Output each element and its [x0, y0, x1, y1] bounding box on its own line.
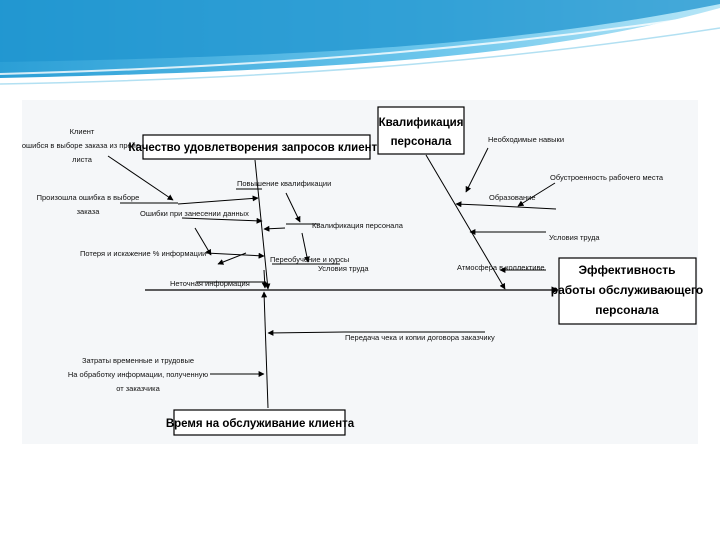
- effect-line-3: персонала: [595, 303, 659, 317]
- costs-label-1: Затраты временные и трудовые: [82, 356, 194, 365]
- retraining-label: Переобучение и курсы: [270, 255, 349, 264]
- client-label-1: Клиент: [70, 127, 95, 136]
- inaccurate-info-label: Неточная информация: [170, 279, 250, 288]
- info-loss-label: Потеря и искажение % информации: [80, 249, 206, 258]
- costs-label-2: На обработку информации, полученную: [68, 370, 209, 379]
- costs-label-3: от заказчика: [116, 384, 160, 393]
- effect-line-1: Эффективность: [578, 263, 675, 277]
- staff-qualification-label: Квалификация персонала: [312, 221, 404, 230]
- qualification-up-label: Повышение квалификации: [237, 179, 331, 188]
- qualification-line-1: Квалификация: [379, 117, 464, 129]
- header-banner: [0, 0, 720, 84]
- client-label-3: листа: [72, 155, 93, 164]
- order-error-label-1: Произошла ошибка в выборе: [37, 193, 140, 202]
- workplace-equipment-label: Обустроенность рабочего места: [550, 173, 664, 182]
- time-title: Время на обслуживание клиента: [166, 418, 355, 430]
- education-label: Образование: [489, 193, 536, 202]
- order-error-label-2: заказа: [77, 207, 101, 216]
- entry-errors-label: Ошибки при занесении данных: [140, 209, 249, 218]
- work-conditions-label: Условия труда: [549, 233, 600, 242]
- qualification-line-2: персонала: [391, 136, 452, 148]
- necessary-skills-label: Необходимые навыки: [488, 135, 564, 144]
- team-atmosphere-label: Атмосфера в коллективе: [457, 263, 545, 272]
- work-conditions-top-label: Условия труда: [318, 264, 369, 273]
- receipt-transfer-label: Передача чека и копии договора заказчику: [345, 333, 495, 342]
- quality-title: Качество удовлетворения запросов клиента: [128, 142, 384, 154]
- client-label-2: ошибся в выборе заказа из прейс-: [22, 141, 143, 150]
- effect-line-2: работы обслуживающего: [551, 283, 703, 297]
